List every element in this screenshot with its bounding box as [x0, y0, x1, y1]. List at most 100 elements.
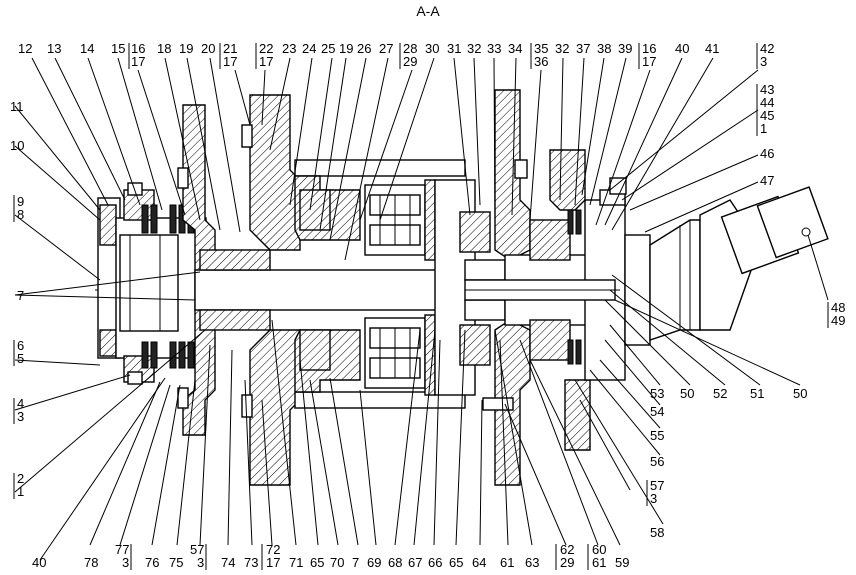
callout: 53 — [650, 386, 664, 401]
callout: 48 — [831, 300, 845, 315]
callout: 32 — [555, 41, 569, 56]
callout: 18 — [157, 41, 171, 56]
callout: 21 — [223, 41, 237, 56]
section-title: A-A — [416, 3, 440, 19]
callout: 28 — [403, 41, 417, 56]
callout: 22 — [259, 41, 273, 56]
callout: 1 — [17, 484, 24, 499]
callout: 57 — [650, 478, 664, 493]
callout: 40 — [32, 555, 46, 570]
callout: 57 — [190, 542, 204, 557]
callout: 31 — [447, 41, 461, 56]
callout: 27 — [379, 41, 393, 56]
callout: 29 — [560, 555, 574, 570]
callout: 7 — [17, 288, 24, 303]
callout: 43 — [760, 82, 774, 97]
callout: 42 — [760, 41, 774, 56]
callout: 16 — [131, 41, 145, 56]
callout: 71 — [289, 555, 303, 570]
callout: 60 — [592, 542, 606, 557]
callout: 52 — [713, 386, 727, 401]
callout: 26 — [357, 41, 371, 56]
callout: 74 — [221, 555, 235, 570]
bottom-callouts: 40 78 77 3 76 75 57 3 74 73 72 17 71 65 … — [32, 542, 606, 570]
callout: 44 — [760, 95, 774, 110]
callout: 6 — [17, 338, 24, 353]
callout: 3 — [122, 555, 129, 570]
callout: 24 — [302, 41, 316, 56]
callout: 4 — [17, 396, 24, 411]
callout: 65 — [449, 555, 463, 570]
callout: 17 — [642, 54, 656, 69]
callout: 3 — [650, 491, 657, 506]
callout: 2 — [17, 471, 24, 486]
callout: 16 — [642, 41, 656, 56]
callout: 13 — [47, 41, 61, 56]
callout: 39 — [618, 41, 632, 56]
callout: 61 — [592, 555, 606, 570]
callout: 25 — [321, 41, 335, 56]
drum-bottom — [294, 391, 466, 409]
callout: 37 — [576, 41, 590, 56]
callout: 73 — [244, 555, 258, 570]
callout: 1 — [760, 121, 767, 136]
callout: 50 — [793, 386, 807, 401]
callout: 10 — [10, 138, 24, 153]
callout: 17 — [223, 54, 237, 69]
callout: 29 — [403, 54, 417, 69]
callout: 46 — [760, 146, 774, 161]
callout: 14 — [80, 41, 94, 56]
callout: 65 — [310, 555, 324, 570]
spring-pack-lower — [141, 341, 195, 369]
callout: 47 — [760, 173, 774, 188]
left-callouts: 11 10 9 8 7 6 5 4 3 2 1 — [10, 99, 24, 499]
leader-lines — [14, 57, 829, 561]
callout: 56 — [650, 454, 664, 469]
callout: 17 — [131, 54, 145, 69]
callout: 30 — [425, 41, 439, 56]
callout: 72 — [266, 542, 280, 557]
callout-brackets — [13, 43, 829, 570]
assembly-geometry — [95, 89, 829, 486]
callout: 33 — [487, 41, 501, 56]
callout: 50 — [680, 386, 694, 401]
callout: 69 — [367, 555, 381, 570]
callout: 64 — [472, 555, 486, 570]
callout: 23 — [282, 41, 296, 56]
callout: 41 — [705, 41, 719, 56]
callout: 3 — [197, 555, 204, 570]
callout: 38 — [597, 41, 611, 56]
callout: 75 — [169, 555, 183, 570]
callout: 59 — [615, 555, 629, 570]
callout: 61 — [500, 555, 514, 570]
callout: 15 — [111, 41, 125, 56]
callout: 12 — [18, 41, 32, 56]
callout: 55 — [650, 428, 664, 443]
callout: 3 — [17, 409, 24, 424]
callout: 67 — [408, 555, 422, 570]
callout: 35 — [534, 41, 548, 56]
callout: 66 — [428, 555, 442, 570]
callout: 70 — [330, 555, 344, 570]
hydraulic-motor — [624, 186, 829, 346]
callout: 8 — [17, 207, 24, 222]
bearing-group-lower — [364, 317, 426, 389]
callout: 40 — [675, 41, 689, 56]
callout: 19 — [179, 41, 193, 56]
callout: 20 — [201, 41, 215, 56]
callout: 19 — [339, 41, 353, 56]
callout: 68 — [388, 555, 402, 570]
callout: 45 — [760, 108, 774, 123]
callout: 9 — [17, 194, 24, 209]
callout: 49 — [831, 313, 845, 328]
callout: 77 — [115, 542, 129, 557]
callout: 54 — [650, 404, 664, 419]
callout: 63 — [525, 555, 539, 570]
callout: 62 — [560, 542, 574, 557]
right-callouts: 43 44 45 1 46 47 48 49 50 51 52 50 53 54… — [615, 82, 845, 570]
callout: 3 — [760, 54, 767, 69]
callout: 34 — [508, 41, 522, 56]
callout: 78 — [84, 555, 98, 570]
